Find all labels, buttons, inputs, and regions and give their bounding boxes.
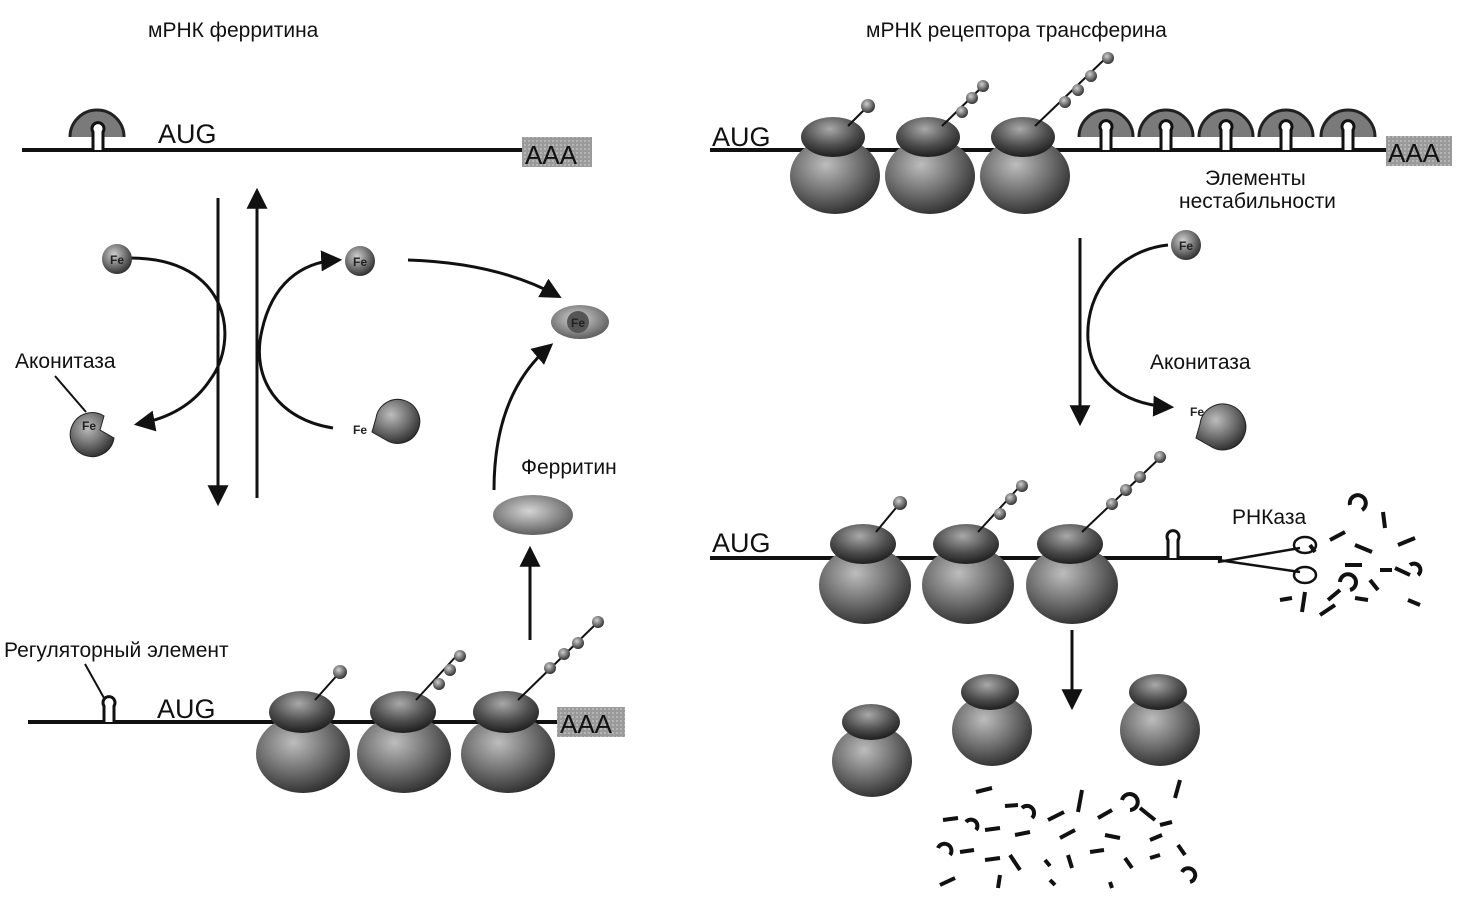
- ribosome-left-1: [256, 665, 350, 793]
- right-polya-box-top: [1386, 136, 1452, 166]
- aconitase-pointer: [54, 375, 87, 413]
- ribosome-right-top-2: [885, 80, 989, 214]
- ferritin-iron-complex: Fe: [551, 305, 609, 339]
- instability-label-line1: Элементы: [1205, 167, 1306, 190]
- left-codon-bottom: AUG: [157, 694, 216, 724]
- right-codon-top: AUG: [712, 122, 771, 152]
- aconitase-with-iron-right: Fe: [353, 398, 421, 444]
- svg-text:Fe: Fe: [110, 253, 124, 267]
- aconitase-with-iron-left: Fe: [69, 412, 115, 458]
- ferritin-to-iron-arrow: [492, 343, 554, 491]
- free-ribosome-3: [1120, 674, 1200, 766]
- free-ire-stemloop: [101, 695, 117, 722]
- ribosome-left-2: [357, 650, 466, 793]
- regulatory-element-label: Регуляторный элемент: [4, 639, 229, 662]
- iron-storage-arrow: [407, 258, 562, 299]
- free-ribosome-2: [952, 674, 1032, 766]
- left-aconitase-label: Аконитаза: [15, 350, 116, 373]
- ribosome-right-bottom-2: [922, 480, 1028, 624]
- left-polya-box-bottom: [557, 707, 625, 737]
- svg-text:Fe: Fe: [1179, 239, 1193, 253]
- ribosome-right-top-3: [980, 52, 1114, 214]
- instability-elements-bound: [1077, 108, 1377, 150]
- left-polya-top: AAA: [525, 140, 578, 170]
- left-polya-box-top: [522, 137, 592, 167]
- svg-text:Fe: Fe: [82, 419, 96, 433]
- ribosome-right-bottom-3: [1026, 451, 1166, 624]
- binding-curve: [257, 250, 343, 430]
- left-bottom-mrna: Регуляторный элемент AUG AAA: [4, 616, 625, 793]
- right-bottom-mrna: AUG: [710, 451, 1423, 624]
- right-codon-bottom: AUG: [712, 528, 771, 558]
- release-curve: [129, 256, 227, 432]
- right-polya-top: AAA: [1388, 138, 1441, 168]
- regulatory-pointer: [84, 663, 105, 699]
- rnase-label: РНКаза: [1232, 506, 1306, 529]
- free-ribosome-1: [832, 704, 912, 797]
- rna-fragments-1: [1279, 493, 1423, 617]
- ribosome-left-3: [461, 616, 604, 793]
- iron-ball-right: Fe: [345, 246, 375, 276]
- left-panel-ferritin: мРНК ферритина AUG AAA Fe Fe: [4, 19, 625, 793]
- right-top-mrna: AUG AAA: [710, 52, 1452, 214]
- iron-ball-right-panel: Fe: [1171, 230, 1201, 260]
- svg-text:Fe: Fe: [353, 255, 367, 269]
- rna-fragments-2: [936, 779, 1198, 889]
- svg-text:Fe: Fe: [1190, 405, 1204, 419]
- scissors-icon: [1217, 535, 1318, 585]
- svg-text:Fe: Fe: [571, 316, 585, 330]
- right-title: мРНК рецептора трансферина: [866, 19, 1167, 42]
- left-polya-bottom: AAA: [560, 709, 613, 739]
- exposed-instability-element: [1165, 529, 1181, 558]
- iron-binding-curve-right: [1086, 243, 1175, 417]
- ferritin-protein: [493, 495, 573, 535]
- right-panel-transferrin-receptor: мРНК рецептора трансферина AUG AAA: [710, 19, 1452, 889]
- left-top-mrna: AUG AAA: [22, 108, 592, 170]
- iron-ball-left: Fe: [102, 244, 132, 274]
- ribosome-right-bottom-1: [819, 496, 911, 624]
- left-codon-top: AUG: [158, 119, 217, 149]
- instability-label-line2: нестабильности: [1179, 190, 1336, 213]
- aconitase-bound-ire: [68, 108, 126, 150]
- right-aconitase-label: Аконитаза: [1150, 351, 1251, 374]
- aconitase-with-iron-right-panel: Fe: [1190, 403, 1247, 451]
- svg-text:Fe: Fe: [353, 423, 367, 437]
- ribosome-right-top-1: [790, 99, 880, 214]
- left-title: мРНК ферритина: [148, 19, 319, 42]
- ferritin-label: Ферритин: [521, 456, 617, 479]
